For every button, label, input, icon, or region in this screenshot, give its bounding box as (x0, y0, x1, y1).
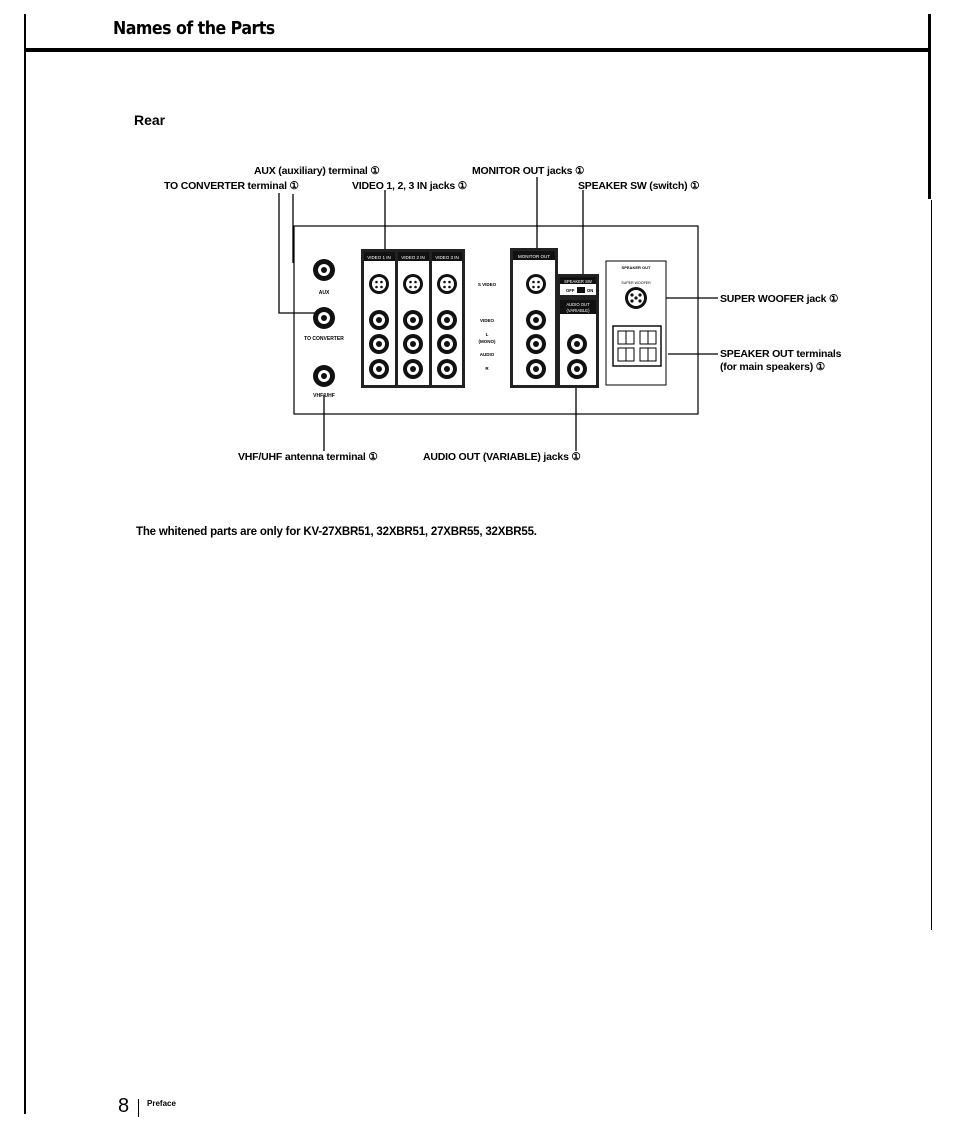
right-margin-rule-thin (931, 200, 932, 930)
super-woofer-panel-label: SUPER WOOFER (621, 281, 651, 285)
video2-label: VIDEO 2 IN (401, 255, 425, 260)
vhf-panel-label: VHF/UHF (313, 393, 335, 399)
speaker-sw-label: SPEAKER SW (564, 279, 592, 284)
speaker-terminals (612, 325, 662, 367)
svideo-label: S VIDEO (478, 282, 497, 287)
callout-speaker-out: SPEAKER OUT terminals (720, 348, 842, 360)
callout-speaker-out-note: (for main speakers) ① (720, 361, 825, 373)
callout-aux: AUX (auxiliary) terminal ① (254, 165, 380, 177)
speaker-switch (577, 287, 585, 293)
page-number: 8 (118, 1095, 130, 1117)
callout-audio-out: AUDIO OUT (VARIABLE) jacks ① (423, 451, 581, 463)
section-heading: Rear (134, 112, 166, 128)
video1-label: VIDEO 1 IN (367, 255, 391, 260)
converter-panel-label: TO CONVERTER (304, 336, 344, 342)
header-rule (24, 48, 931, 52)
r-label: R (485, 366, 489, 371)
audio-label: AUDIO (480, 352, 495, 357)
footer-divider (138, 1099, 139, 1117)
monitor-out-label: MONITOR OUT (518, 254, 550, 259)
model-note: The whitened parts are only for KV-27XBR… (136, 526, 537, 538)
callout-speaker-sw: SPEAKER SW (switch) ① (578, 180, 700, 192)
left-margin-rule (24, 14, 26, 1114)
super-woofer-jack (625, 287, 647, 309)
footer-section: Preface (147, 1099, 176, 1108)
page-title: Names of the Parts (113, 18, 275, 39)
l-label: L (486, 332, 489, 337)
on-label: ON (587, 288, 593, 293)
audio-out-label: AUDIO OUT (566, 302, 590, 307)
video3-label: VIDEO 3 IN (435, 255, 459, 260)
video-jacks (369, 274, 457, 379)
variable-label: (VARIABLE) (567, 308, 591, 313)
callout-monitor-out: MONITOR OUT jacks ① (472, 165, 585, 177)
callout-vhf-uhf: VHF/UHF antenna terminal ① (238, 451, 378, 463)
video-label: VIDEO (480, 318, 495, 323)
antenna-jacks (313, 259, 335, 387)
leader-lines (278, 177, 718, 451)
rear-panel-diagram: AUX TO CONVERTER VHF/UHF VIDEO 1 IN VIDE… (278, 177, 718, 451)
mono-label: (MONO) (479, 339, 496, 344)
speaker-out-panel-label: SPEAKER OUT (622, 265, 651, 270)
callout-super-woofer: SUPER WOOFER jack ① (720, 293, 839, 305)
aux-panel-label: AUX (319, 290, 330, 296)
callout-to-converter: TO CONVERTER terminal ① (164, 180, 299, 192)
right-margin-rule (928, 14, 931, 199)
off-label: OFF (566, 288, 575, 293)
callout-video-in: VIDEO 1, 2, 3 IN jacks ① (352, 180, 467, 192)
